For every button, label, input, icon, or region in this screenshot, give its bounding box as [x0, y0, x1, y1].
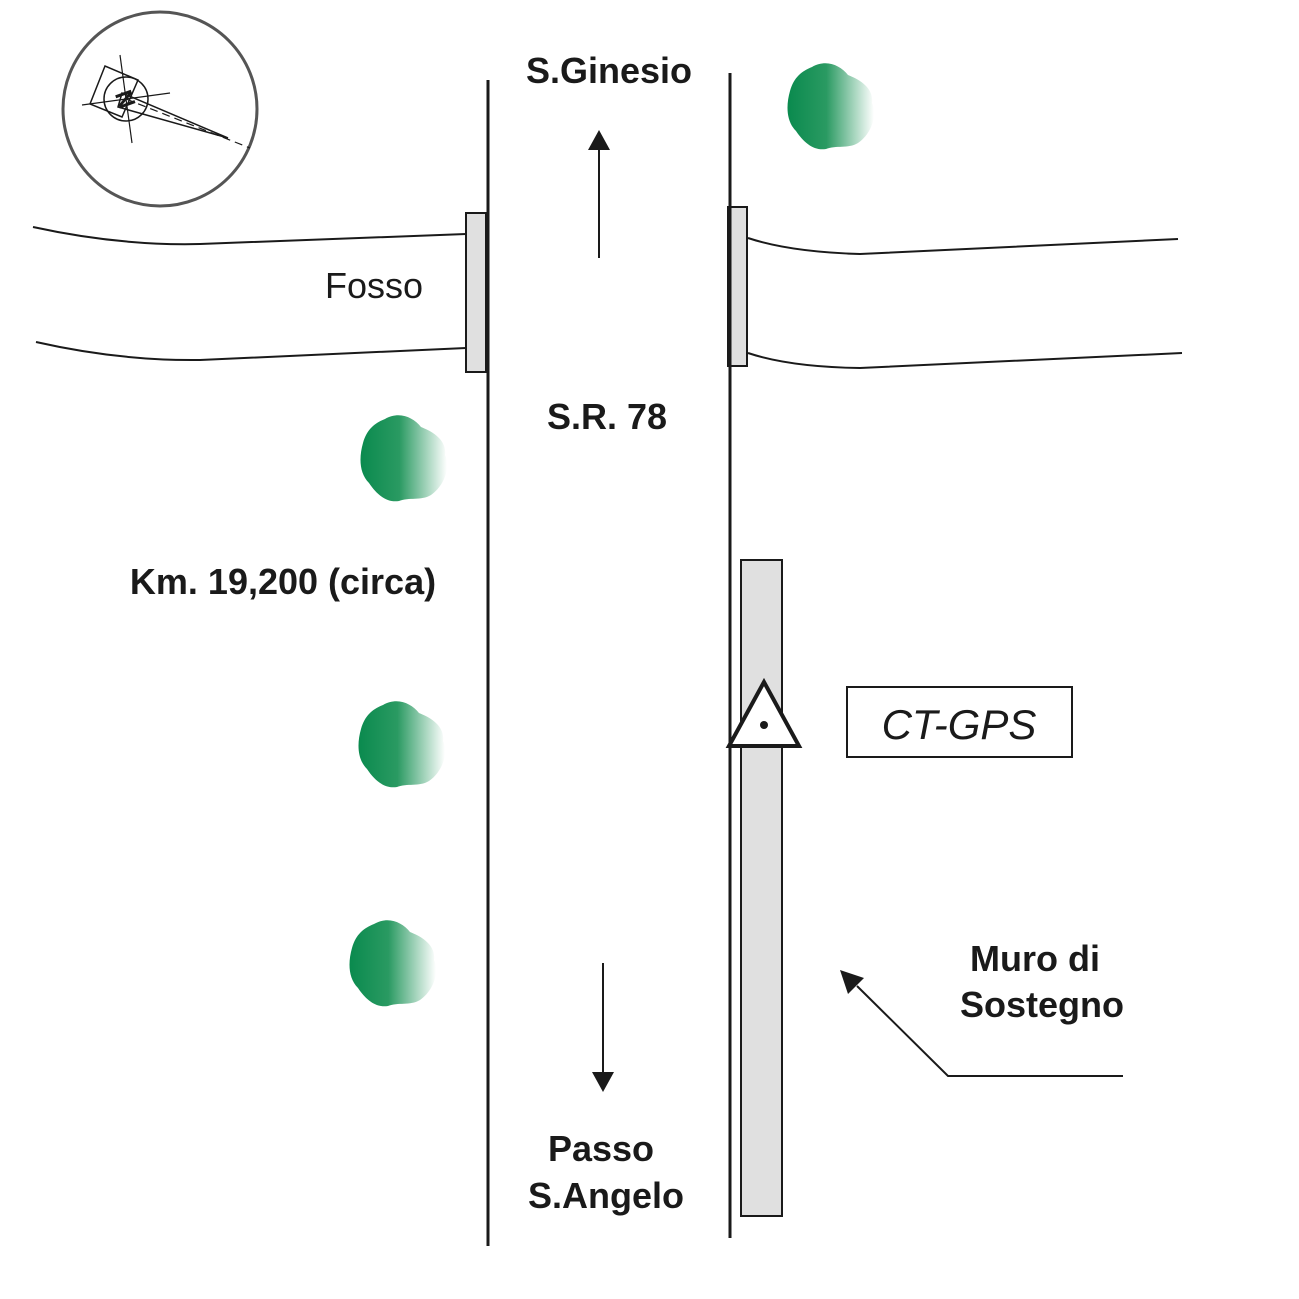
bridge-parapet-right [727, 206, 748, 367]
benchmark-label: CT-GPS [882, 701, 1037, 748]
arrow-south [592, 963, 614, 1092]
benchmark-label-box [846, 686, 1073, 758]
north-destination-label: S.Ginesio [526, 50, 692, 91]
tree-icon [349, 920, 437, 1007]
kilometer-label: Km. 19,200 (circa) [130, 561, 436, 602]
arrow-north [588, 130, 610, 258]
wall-label-line1: Muro di [970, 938, 1100, 979]
tree-icon [358, 701, 446, 788]
ditch-line-right-top [747, 237, 1179, 256]
ditch-label: Fosso [325, 265, 423, 306]
wall-label-line2: Sostegno [960, 984, 1124, 1025]
triangle-point-icon [725, 677, 803, 748]
retaining-wall [740, 559, 783, 1217]
ditch-line-left-top [32, 226, 467, 246]
road-name-label: S.R. 78 [547, 396, 667, 437]
wall-leader-arrow [840, 970, 1123, 1077]
bridge-parapet-left [465, 212, 487, 373]
tree-icon [360, 415, 448, 502]
compass-rose-icon: N [61, 10, 259, 208]
compass-letter: N [109, 87, 140, 113]
ditch-line-left-bottom [35, 341, 467, 362]
tree-icon [787, 63, 875, 150]
ditch-line-right-bottom [747, 352, 1183, 370]
south-destination-label-line2: S.Angelo [528, 1175, 684, 1216]
south-destination-label-line1: Passo [548, 1128, 654, 1169]
